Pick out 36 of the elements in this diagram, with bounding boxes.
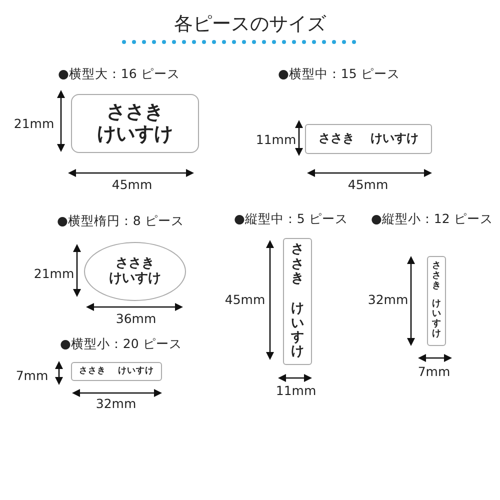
dimension-label: 21mm bbox=[14, 116, 54, 132]
name-text: ささき bbox=[116, 256, 154, 272]
name-text: けいすけ bbox=[109, 272, 161, 286]
name-text: ささき bbox=[318, 132, 354, 146]
name-text: けいすけ bbox=[97, 124, 173, 146]
name-label bbox=[283, 238, 312, 365]
piece-heading: ●横型大：16 ピース bbox=[58, 66, 180, 82]
dimension-label: 36mm bbox=[116, 311, 156, 327]
name-text: けいすけ bbox=[432, 300, 441, 340]
dimension-label: 45mm bbox=[348, 177, 388, 193]
name-text: ささき bbox=[79, 366, 106, 376]
piece-heading: ●横型楕円：8 ピース bbox=[57, 213, 184, 229]
name-text: ささき bbox=[291, 243, 304, 286]
dimension-label: 11mm bbox=[256, 132, 296, 148]
name-label bbox=[71, 362, 162, 381]
name-label bbox=[427, 256, 446, 346]
dimension-label: 45mm bbox=[112, 177, 152, 193]
piece-heading: ●横型小：20 ピース bbox=[60, 336, 182, 352]
name-label bbox=[305, 124, 432, 154]
name-label bbox=[71, 94, 199, 153]
dimension-label: 21mm bbox=[34, 266, 74, 282]
dimension-label: 32mm bbox=[96, 396, 136, 412]
name-text: けいすけ bbox=[291, 302, 304, 360]
dimension-label: 11mm bbox=[276, 383, 316, 399]
dimension-label: 32mm bbox=[368, 292, 408, 308]
title: 各ピースのサイズ bbox=[174, 12, 326, 36]
piece-heading: ●横型中：15 ピース bbox=[278, 66, 400, 82]
piece-heading: ●縦型中：5 ピース bbox=[234, 211, 348, 227]
name-text: けいすけ bbox=[118, 366, 154, 376]
name-text: けいすけ bbox=[370, 132, 418, 146]
name-text: ささき bbox=[432, 262, 441, 292]
name-text: ささき bbox=[106, 102, 164, 124]
dimension-label: 7mm bbox=[418, 364, 450, 380]
dimension-label: 45mm bbox=[224, 292, 266, 308]
piece-heading: ●縦型小：12 ピース bbox=[371, 211, 493, 227]
dimension-label: 7mm bbox=[16, 368, 48, 384]
